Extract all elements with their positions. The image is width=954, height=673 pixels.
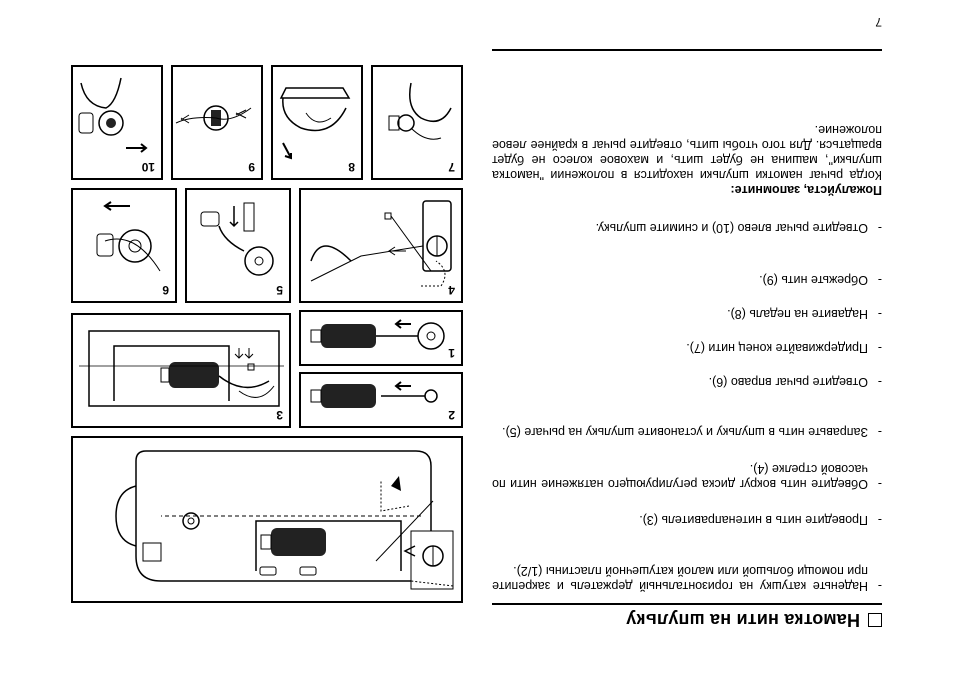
figure-8: 8 <box>271 65 363 180</box>
figure-7: 7 <box>371 65 463 180</box>
figure-10: 10 <box>71 65 163 180</box>
tension-disc-illustration <box>310 200 452 287</box>
title-divider <box>492 603 882 605</box>
instructions-column: Намотка нити на шпульку -Наденьте катушк… <box>492 15 882 633</box>
figure-9: 9 <box>171 65 263 180</box>
note-block: Пожалуйста, запомните: Когда рычаг намот… <box>492 122 882 197</box>
instruction-step: -Наденьте катушку на горизонтальный держ… <box>492 564 882 593</box>
large-spool-cap-illustration <box>310 319 445 350</box>
checkbox-icon <box>868 613 882 627</box>
instruction-step: -Надавите на педаль (8). <box>727 307 882 321</box>
page-title: Намотка нити на шпульку <box>626 610 860 631</box>
foot-pedal-illustration <box>279 87 351 160</box>
figure-4: 4 <box>299 188 463 303</box>
thread-guide-illustration <box>79 330 284 407</box>
figure-6: 6 <box>71 188 177 303</box>
note-body: Когда рычаг намотки шпульки находится в … <box>492 123 882 182</box>
hold-thread-end-illustration <box>388 82 452 140</box>
figure-2: 2 <box>299 372 463 428</box>
instruction-step: -Обрежьте нить (9). <box>759 273 882 287</box>
section-header: Намотка нити на шпульку <box>492 607 882 633</box>
bobbin-on-lever-illustration <box>200 202 274 276</box>
figure-machine-overview <box>71 436 463 603</box>
instruction-step: -Придерживайте конец нити (7). <box>686 341 882 355</box>
page-number: 7 <box>875 15 882 29</box>
small-spool-cap-illustration <box>310 381 438 408</box>
instruction-step: -Заправьте нить в шпульку и установите ш… <box>502 425 882 439</box>
instruction-step: -Отведите рычаг влево (10) и снимите шпу… <box>595 221 882 235</box>
figure-1: 1 <box>299 310 463 366</box>
instruction-step: -Проведите нить в нитенаправитель (3). <box>639 513 882 527</box>
instruction-step: -Обведите нить вокруг диска регулирующег… <box>492 462 882 491</box>
bottom-divider <box>492 49 882 51</box>
figure-5: 5 <box>185 188 291 303</box>
note-title: Пожалуйста, запомните: <box>730 183 882 197</box>
lever-right-illustration <box>96 201 161 272</box>
sewing-machine-illustration <box>115 450 454 590</box>
cut-thread-illustration <box>175 105 252 131</box>
lever-left-remove-bobbin-illustration <box>78 77 148 153</box>
figure-3: 3 <box>71 313 291 428</box>
instruction-step: -Отведите рычаг вправо (6). <box>708 375 882 389</box>
